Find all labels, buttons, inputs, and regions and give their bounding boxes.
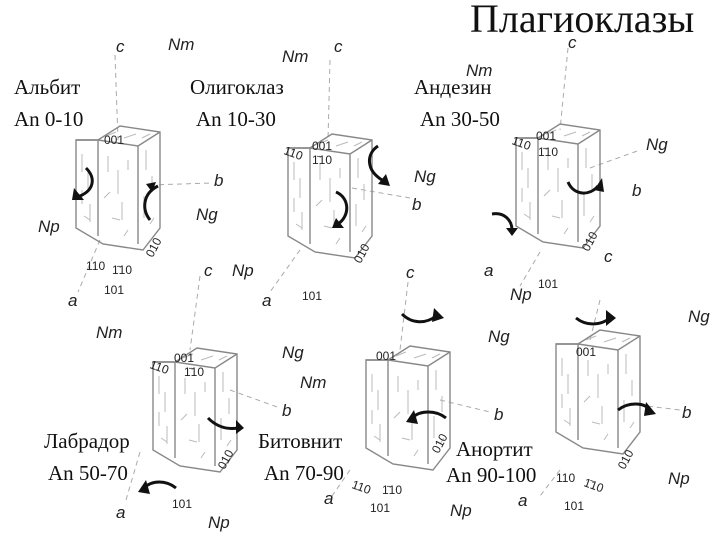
mineral-range: An 50-70 (48, 461, 128, 485)
axis-Np: Np (232, 261, 254, 280)
axis-Np: Np (38, 217, 60, 236)
mineral-name: Андезин (414, 75, 491, 99)
mineral-range: An 0-10 (14, 107, 83, 131)
axis-b: b (682, 403, 691, 422)
axis-c: c (568, 33, 577, 52)
face-001: 001 (376, 349, 396, 363)
crystal-bytownite: c Ng Nm b a Np 001 010 110 1̄10 101 Бито… (258, 263, 510, 520)
axis-Nm: Nm (96, 323, 122, 342)
mineral-range: An 10-30 (196, 107, 276, 131)
mineral-name: Анортит (456, 437, 533, 461)
face-1-10: 1̄10 (112, 263, 132, 277)
axis-Ng: Ng (282, 343, 304, 362)
axis-Nm: Nm (466, 61, 492, 80)
axis-Np: Np (208, 513, 230, 532)
face-1-10: 1̄10 (382, 483, 402, 497)
face-001: 001 (312, 139, 332, 153)
mineral-name: Битовнит (258, 429, 342, 453)
axis-Np: Np (510, 285, 532, 304)
mineral-range: An 90-100 (446, 463, 536, 487)
axis-c: c (116, 37, 125, 56)
axis-b: b (412, 195, 421, 214)
face-010: 010 (143, 235, 165, 260)
face-101: 101 (302, 289, 322, 303)
axis-a: a (262, 291, 271, 310)
axis-Ng: Ng (414, 167, 436, 186)
face-010: 010 (615, 447, 637, 472)
crystal-oligoclase: c Nm b Ng Np a 001 110 1̄10 010 101 Олиг… (190, 37, 436, 310)
face-101: 101 (104, 283, 124, 297)
face-010: 010 (579, 229, 601, 254)
mineral-name: Альбит (14, 75, 80, 99)
face-110: 110 (86, 259, 105, 273)
mineral-range: An 70-90 (264, 461, 344, 485)
crystal-anorthite: Ng b Np a 001 010 110 1̄10 101 Анортит A… (446, 299, 710, 513)
face-110: 110 (282, 143, 305, 163)
axis-c: c (406, 263, 415, 282)
face-001: 001 (536, 129, 556, 143)
axis-b: b (494, 405, 503, 424)
face-001: 001 (576, 345, 596, 359)
page-title: Плагиоклазы (470, 0, 694, 41)
axis-a: a (68, 291, 77, 310)
axis-c: c (334, 37, 343, 56)
axis-a: a (518, 491, 527, 510)
face-1-10: 1̄10 (184, 365, 204, 379)
face-001: 001 (104, 133, 124, 147)
mineral-name: Лабрадор (44, 429, 130, 453)
axis-Nm: Nm (300, 373, 326, 392)
face-101: 101 (172, 497, 192, 511)
axis-a: a (324, 489, 333, 508)
axis-Ng: Ng (688, 307, 710, 326)
axis-a: a (116, 503, 125, 522)
face-1-10: 1̄10 (312, 153, 332, 167)
face-101: 101 (538, 277, 558, 291)
face-110: 110 (350, 477, 373, 497)
axis-b: b (214, 171, 223, 190)
face-001: 001 (174, 351, 194, 365)
axis-b: b (282, 401, 291, 420)
mineral-name: Олигоклаз (190, 75, 284, 99)
axis-Np: Np (668, 469, 690, 488)
mineral-range: An 30-50 (420, 107, 500, 131)
axis-b: b (632, 181, 641, 200)
crystal-andesine: c Nm Ng b c a Np 001 110 1̄10 010 101 Ан… (414, 33, 668, 304)
axis-c: c (604, 247, 613, 266)
face-101: 101 (370, 501, 390, 515)
axis-Ng: Ng (488, 327, 510, 346)
crystal-albite: c Nm b Ng Np a 001 110 1̄10 010 101 Альб… (14, 35, 223, 310)
face-010: 010 (215, 447, 237, 472)
crystal-labradorite: c Nm Ng b a Np 001 110 1̄10 010 101 Лабр… (44, 261, 304, 532)
face-010: 010 (351, 241, 373, 266)
face-110: 110 (556, 471, 575, 485)
axis-Nm: Nm (282, 47, 308, 66)
face-101: 101 (564, 499, 584, 513)
axis-a: a (484, 261, 493, 280)
face-1-10: 1̄10 (538, 145, 558, 159)
face-110: 110 (510, 133, 533, 153)
axis-Ng: Ng (196, 205, 218, 224)
axis-Np: Np (450, 501, 472, 520)
axis-Ng: Ng (646, 135, 668, 154)
axis-c: c (204, 261, 213, 280)
axis-Nm: Nm (168, 35, 194, 54)
face-1-10: 1̄10 (582, 475, 606, 495)
face-110: 110 (148, 357, 171, 377)
